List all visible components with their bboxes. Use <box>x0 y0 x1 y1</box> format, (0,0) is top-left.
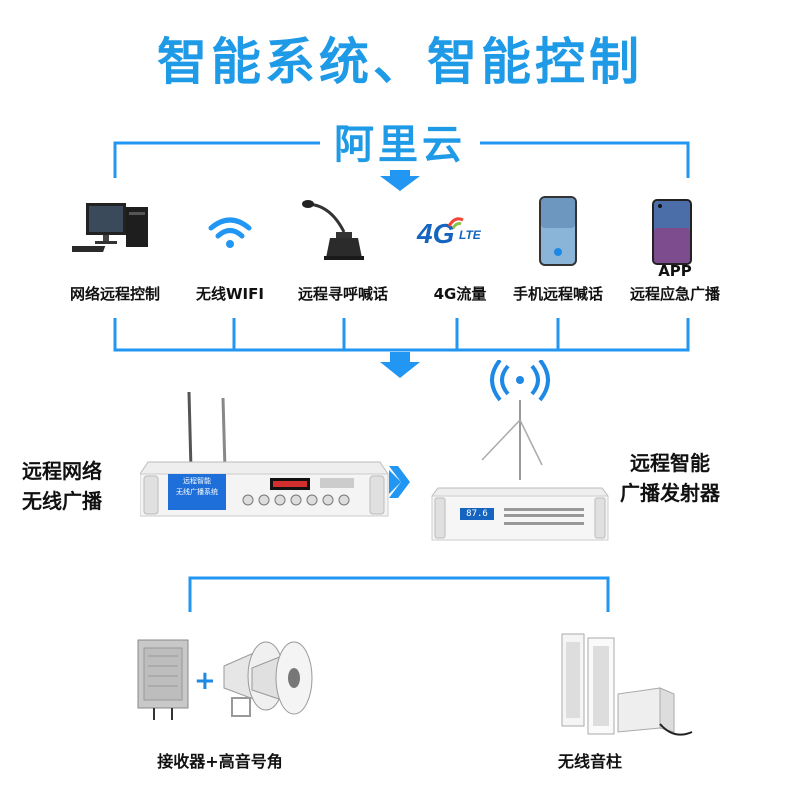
device-label-network-control: 网络远程控制 <box>69 285 160 303</box>
device-label-emergency: 远程应急广播 <box>629 285 720 303</box>
device-screen-text: 远程智能 无线广播系统 <box>176 477 218 496</box>
transmitter-icon <box>431 358 609 541</box>
column-speaker-icon <box>561 633 693 736</box>
broadcast-amplifier-icon <box>139 391 389 517</box>
down-arrow-2 <box>380 352 420 378</box>
smartphone-icon <box>539 196 577 266</box>
receiver-box-icon <box>137 639 189 720</box>
left-device-label: 远程网络 无线广播 <box>22 459 102 513</box>
device-label-app: APP <box>658 262 692 280</box>
wifi-icon <box>208 217 252 248</box>
left-broadcast-device: 远程智能 无线广播系统 <box>139 390 390 520</box>
right-transmitter-device: 87.6 <box>430 358 610 550</box>
device-label-mobile-call: 手机远程喊话 <box>512 285 603 303</box>
computer-icon <box>72 203 148 252</box>
transmitter-display: 87.6 <box>466 509 488 519</box>
receivers-bracket-line <box>188 576 610 612</box>
right-arrow <box>389 466 410 498</box>
receiver-label: 接收器+高音号角 <box>157 752 283 771</box>
right-device-label: 远程智能 广播发射器 <box>620 451 720 505</box>
bottom-bracket-line <box>113 318 690 352</box>
horn-speaker-icon <box>223 641 313 717</box>
microphone-icon <box>302 200 364 260</box>
device-label-wifi: 无线WIFI <box>196 285 264 303</box>
android-phone-icon <box>652 199 692 265</box>
device-label-paging: 远程寻呼喊话 <box>297 285 388 303</box>
plus-sign: + <box>194 666 216 696</box>
down-arrow-1 <box>380 167 420 191</box>
4g-lte-icon: 4G LTE <box>417 217 481 249</box>
device-label-4g: 4G流量 <box>433 285 487 303</box>
page-title: 智能系统、智能控制 <box>157 33 643 91</box>
column-speaker-label: 无线音柱 <box>557 752 622 771</box>
cloud-label: 阿里云 <box>320 112 480 170</box>
